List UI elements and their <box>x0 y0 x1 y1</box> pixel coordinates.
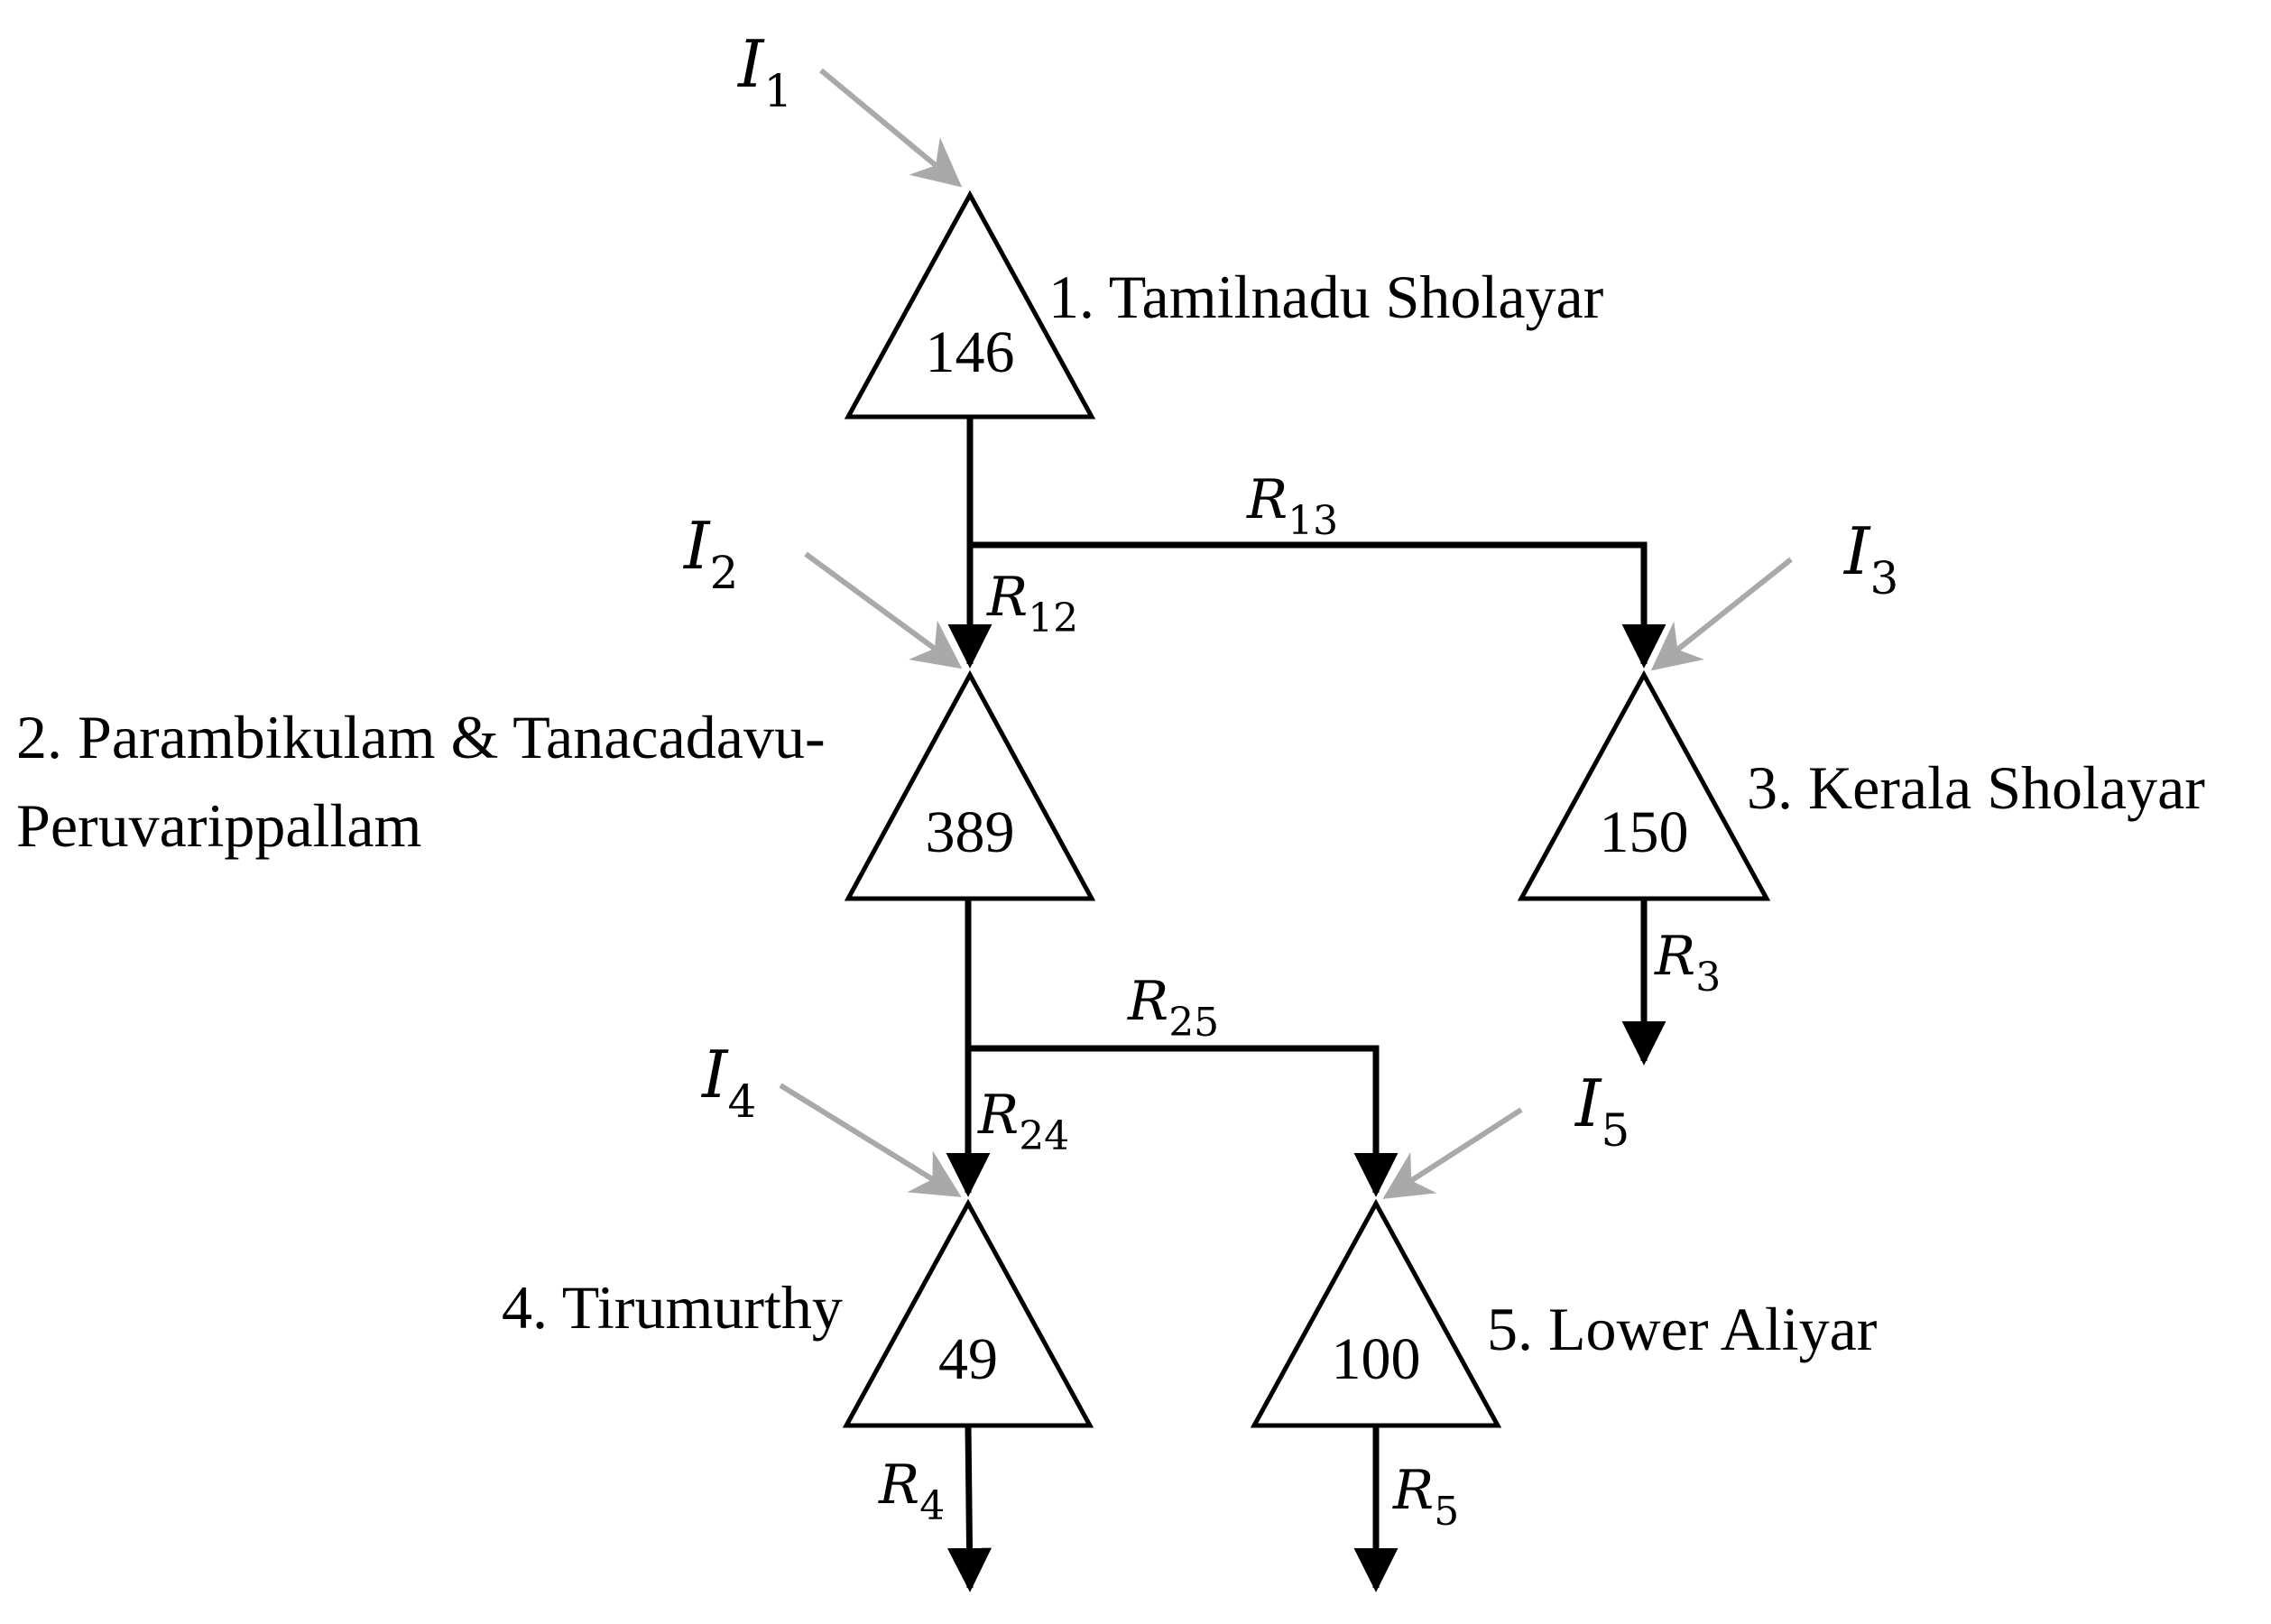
release-label-r4-sub: 4 <box>919 1483 945 1529</box>
reservoir-5-name: 5. Lower Aliyar <box>1487 1295 1878 1363</box>
inflow-label-2: I2 <box>682 508 738 599</box>
reservoir-3-capacity: 150 <box>1600 799 1689 865</box>
release-label-r13: R13 <box>1246 468 1338 544</box>
inflow-label-5-symbol: I <box>1574 1066 1602 1141</box>
release-label-r25: R25 <box>1127 970 1219 1046</box>
inflow-arrow-3 <box>1650 557 1793 671</box>
release-label-r5: R5 <box>1392 1459 1459 1535</box>
reservoir-2-name-line1: 2. Parambikulam & Tanacadavu- <box>16 703 826 771</box>
reservoir-3: 150 <box>1517 669 1771 901</box>
reservoir-4-capacity: 49 <box>938 1326 998 1392</box>
release-line-r13 <box>970 541 1666 669</box>
release-label-r5-sub: 5 <box>1434 1489 1459 1535</box>
inflow-label-1-sub: 1 <box>763 65 792 117</box>
inflow-label-2-sub: 2 <box>709 547 738 599</box>
reservoir-2-capacity: 389 <box>926 799 1015 865</box>
release-label-r13-symbol: R <box>1246 468 1288 531</box>
reservoir-5: 100 <box>1250 1198 1502 1428</box>
release-line-r25 <box>968 1045 1399 1197</box>
reservoir-3-triangle <box>1517 669 1771 901</box>
reservoir-2-triangle <box>844 669 1096 901</box>
release-label-r25-sub: 25 <box>1168 1000 1219 1046</box>
inflow-label-4-sub: 4 <box>727 1075 756 1128</box>
inflow-arrow-2 <box>804 551 963 669</box>
inflow-arrow-1 <box>819 68 963 188</box>
release-label-r12-symbol: R <box>986 566 1028 629</box>
reservoir-1-triangle <box>844 189 1096 420</box>
reservoir-2: 389 <box>844 669 1096 901</box>
release-label-r3-symbol: R <box>1654 925 1695 988</box>
inflow-label-4: I4 <box>700 1037 756 1128</box>
release-label-r24: R24 <box>977 1084 1069 1159</box>
release-label-r4-symbol: R <box>878 1453 919 1517</box>
reservoir-4-name: 4. Tirumurthy <box>502 1273 843 1342</box>
reservoir-4-triangle <box>842 1198 1094 1428</box>
reservoir-5-triangle <box>1250 1198 1502 1428</box>
inflow-label-5-sub: 5 <box>1601 1104 1629 1157</box>
inflow-label-4-symbol: I <box>700 1037 729 1112</box>
release-label-r12: R12 <box>986 566 1078 641</box>
release-label-r4: R4 <box>878 1453 945 1529</box>
release-label-r13-sub: 13 <box>1288 498 1338 544</box>
inflow-arrow-4 <box>779 1083 962 1197</box>
inflow-label-3-symbol: I <box>1842 513 1871 589</box>
release-label-r25-symbol: R <box>1127 970 1168 1033</box>
release-label-r12-sub: 12 <box>1028 595 1078 641</box>
inflow-label-2-symbol: I <box>682 508 711 584</box>
inflow-label-3: I3 <box>1842 513 1898 604</box>
reservoir-3-name: 3. Kerala Sholayar <box>1747 753 2205 822</box>
inflow-arrow-5 <box>1382 1107 1523 1199</box>
release-label-r3-sub: 3 <box>1695 955 1721 1001</box>
reservoir-4: 49 <box>842 1198 1094 1428</box>
inflow-label-5: I5 <box>1574 1066 1629 1157</box>
release-label-r5-symbol: R <box>1392 1459 1434 1522</box>
release-label-r3: R3 <box>1654 925 1721 1001</box>
reservoir-1: 146 <box>844 189 1096 420</box>
release-line-r4 <box>947 1425 992 1592</box>
reservoir-5-capacity: 100 <box>1332 1326 1421 1392</box>
inflow-label-3-sub: 3 <box>1869 552 1898 604</box>
release-label-r24-sub: 24 <box>1019 1113 1069 1159</box>
reservoir-1-capacity: 146 <box>926 319 1015 385</box>
reservoir-1-name: 1. Tamilnadu Sholayar <box>1048 263 1604 331</box>
release-label-r24-symbol: R <box>977 1084 1019 1147</box>
inflow-label-1-symbol: I <box>736 26 765 102</box>
inflow-label-1: I1 <box>736 26 792 117</box>
reservoir-2-name-line2: Peruvarippallam <box>16 791 421 860</box>
